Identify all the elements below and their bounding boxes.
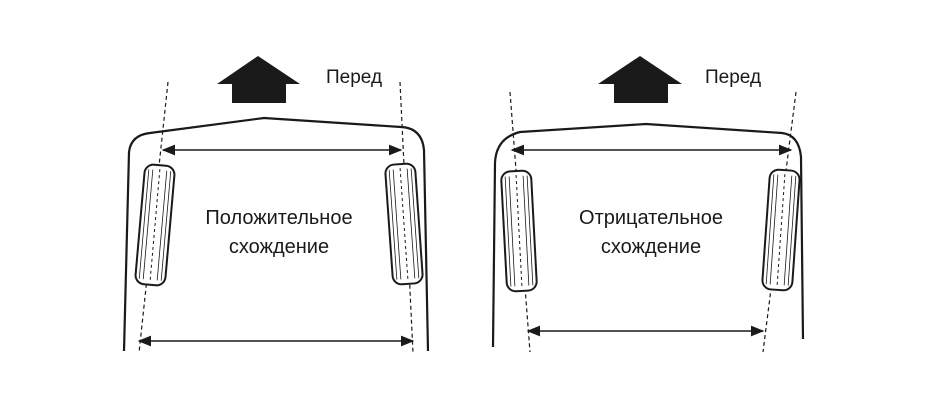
left-wheel-axis <box>509 91 531 353</box>
caption-line1: Отрицательное <box>579 207 723 229</box>
front-arrow-icon <box>598 56 682 103</box>
car-body-outline <box>122 116 430 352</box>
car-body-outline <box>491 122 805 348</box>
right-tire <box>760 168 802 292</box>
caption-line2: схождение <box>601 236 701 258</box>
left-tire <box>499 169 539 293</box>
caption-line1: Положительное <box>205 207 352 229</box>
left-tire <box>133 162 177 288</box>
front-arrow-icon <box>217 56 300 103</box>
right-panel: Перед Отрицательное схождение <box>491 56 805 353</box>
right-tire <box>383 162 425 286</box>
left-panel: Перед Положительное схождение <box>122 56 430 354</box>
right-wheel-axis <box>762 91 797 353</box>
front-label: Перед <box>326 67 382 88</box>
front-label: Перед <box>705 67 761 88</box>
caption-line2: схождение <box>229 236 329 258</box>
